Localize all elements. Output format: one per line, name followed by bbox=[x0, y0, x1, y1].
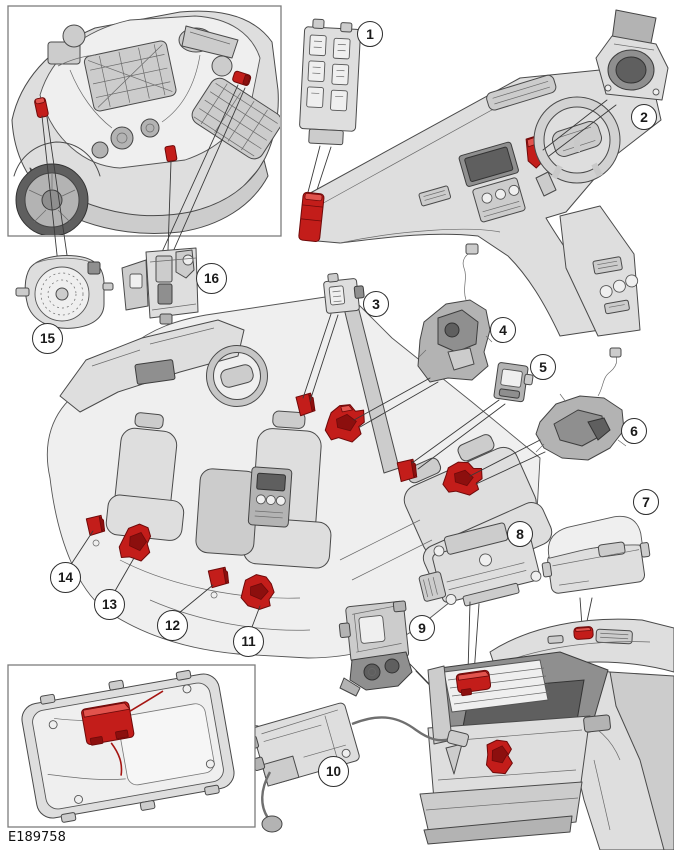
callout-2: 2 bbox=[631, 104, 657, 130]
callout-12: 12 bbox=[157, 610, 188, 641]
callout-8-number: 8 bbox=[516, 526, 524, 542]
component-3-module bbox=[323, 272, 365, 314]
callout-15-number: 15 bbox=[39, 331, 56, 346]
callout-3-number: 3 bbox=[372, 296, 380, 312]
callout-9-number: 9 bbox=[418, 620, 426, 636]
highlight-overhead-module bbox=[81, 690, 164, 776]
callout-4: 4 bbox=[490, 317, 516, 343]
highlight-front-seatbase-latch-left bbox=[118, 523, 152, 562]
rear-vehicle-view bbox=[419, 618, 674, 850]
highlight-rear-seatbase-latch-center bbox=[240, 574, 275, 610]
callout-16-number: 16 bbox=[203, 271, 220, 286]
callout-10: 10 bbox=[318, 756, 349, 787]
callout-12-number: 12 bbox=[164, 618, 181, 633]
callout-14: 14 bbox=[50, 562, 81, 593]
callout-1-number: 1 bbox=[366, 26, 374, 42]
component-6-latch bbox=[535, 347, 627, 461]
callout-5: 5 bbox=[530, 354, 556, 380]
callout-6-number: 6 bbox=[630, 423, 638, 439]
cabin-interior bbox=[46, 243, 627, 659]
overhead-console-inset bbox=[7, 664, 256, 828]
highlight-roof-module bbox=[573, 626, 594, 640]
highlight-tailgate-latch bbox=[485, 739, 513, 775]
figure-id-label: E189758 bbox=[8, 830, 66, 845]
highlight-rear-floor-module-left bbox=[396, 458, 418, 483]
component-8-module bbox=[418, 521, 542, 607]
callout-4-number: 4 bbox=[499, 322, 507, 338]
callout-15: 15 bbox=[32, 323, 63, 354]
component-5-module bbox=[493, 362, 534, 403]
highlight-bpillar-latch bbox=[324, 404, 365, 443]
callout-10-number: 10 bbox=[325, 764, 342, 779]
highlight-rear-latch-right bbox=[442, 461, 483, 496]
callout-8: 8 bbox=[507, 521, 533, 547]
callout-7-number: 7 bbox=[642, 494, 650, 510]
callout-7: 7 bbox=[633, 489, 659, 515]
component-16-bracket bbox=[121, 247, 199, 325]
component-1-module bbox=[299, 18, 361, 146]
callout-13-number: 13 bbox=[101, 597, 118, 612]
callout-16: 16 bbox=[196, 263, 227, 294]
component-15-sounder bbox=[15, 255, 114, 329]
callout-6: 6 bbox=[621, 418, 647, 444]
callout-9: 9 bbox=[409, 615, 435, 641]
component-9-latch bbox=[338, 600, 413, 697]
component-2-bracket bbox=[595, 9, 669, 101]
highlight-front-floor-module-left bbox=[85, 514, 106, 537]
component-7-box-module bbox=[541, 515, 651, 594]
highlight-rear-floor-module-center bbox=[207, 566, 230, 589]
highlight-dash-end-module bbox=[298, 191, 325, 243]
callout-2-number: 2 bbox=[640, 109, 648, 125]
engine-bay-inset bbox=[7, 5, 282, 265]
highlight-parcel-module bbox=[455, 669, 492, 697]
callout-13: 13 bbox=[94, 589, 125, 620]
callout-5-number: 5 bbox=[539, 359, 547, 375]
callout-3: 3 bbox=[363, 291, 389, 317]
callout-14-number: 14 bbox=[57, 570, 74, 585]
instrument-panel-assembly bbox=[298, 9, 669, 337]
component-4-door-latch bbox=[417, 243, 493, 383]
callout-11-number: 11 bbox=[241, 634, 256, 649]
callout-11: 11 bbox=[233, 626, 264, 657]
callout-1: 1 bbox=[357, 21, 383, 47]
